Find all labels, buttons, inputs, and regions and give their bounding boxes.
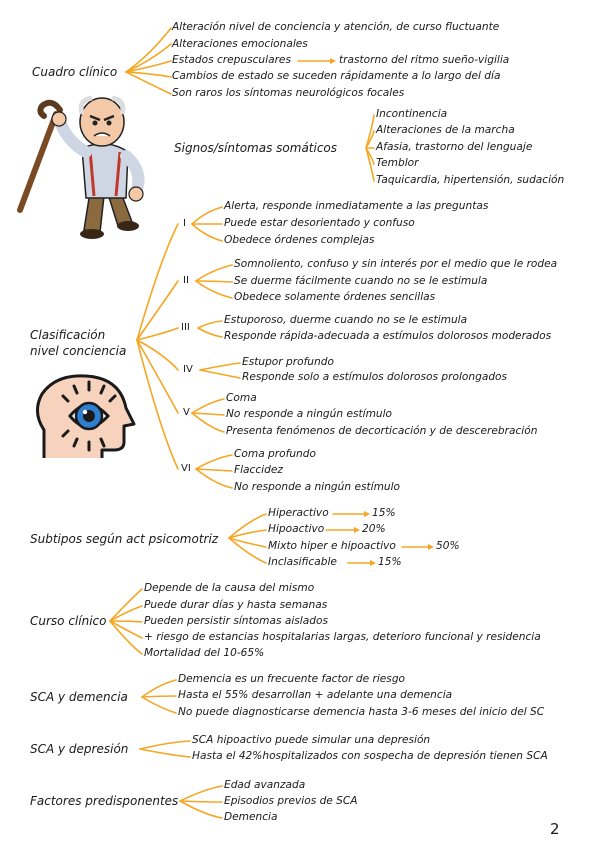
level-vi-item-0: Coma profundo	[234, 448, 316, 460]
cuadro-item-1: Alteraciones emocionales	[172, 38, 308, 50]
depresion-item-0: SCA hipoactivo puede simular una depresi…	[192, 734, 431, 746]
demencia-item-2: No puede diagnosticarse demencia hasta 3…	[178, 706, 545, 718]
cuadro-item-0: Alteración nivel de conciencia y atenció…	[172, 21, 500, 33]
factor-item-1: Episodios previos de SCA	[224, 795, 358, 807]
depresion-title: SCA y depresión	[30, 742, 129, 756]
level-i-item-0: Alerta, responde inmediatamente a las pr…	[224, 200, 489, 212]
level-i-item-1: Puede estar desorientado y confuso	[224, 217, 415, 229]
somatico-item-4: Taquicardia, hipertensión, sudación	[376, 174, 565, 186]
subtipo-value-1: 20%	[362, 523, 386, 535]
cuadro-item-4: Son raros los síntomas neurológicos foca…	[172, 87, 405, 99]
level-ii-item-2: Obedece solamente órdenes sencillas	[234, 291, 436, 303]
curso-item-2: Pueden persistir síntomas aislados	[144, 615, 328, 627]
factores-title: Factores predisponentes	[30, 794, 179, 808]
clasificacion-title-1: Clasificación	[30, 328, 106, 342]
level-iii-item-0: Estuporoso, duerme cuando no se le estim…	[224, 314, 468, 326]
depresion-item-1: Hasta el 42%hospitalizados con sospecha …	[192, 750, 548, 762]
somatico-item-0: Incontinencia	[376, 108, 448, 120]
level-ii-item-0: Somnoliento, confuso y sin interés por e…	[234, 258, 558, 270]
head-eye-icon	[36, 374, 136, 458]
demencia-item-1: Hasta el 55% desarrollan + adelante una …	[178, 689, 453, 701]
level-label-vi: VI	[181, 463, 191, 474]
level-label-i: I	[183, 218, 186, 229]
level-label-iii: III	[181, 322, 190, 333]
level-ii-item-1: Se duerme fácilmente cuando no se le est…	[234, 275, 488, 287]
level-v-item-0: Coma	[226, 392, 257, 404]
somatico-item-2: Afasia, trastorno del lenguaje	[376, 141, 533, 153]
level-vi-item-2: No responde a ningún estímulo	[234, 481, 401, 493]
cuadro-clinico-title: Cuadro clínico	[32, 65, 118, 79]
level-v-item-1: No responde a ningún estímulo	[226, 408, 393, 420]
cuadro-item-3: Cambios de estado se suceden rápidamente…	[172, 70, 501, 82]
subtipo-label-0: Hiperactivo	[268, 507, 329, 519]
level-v-item-2: Presenta fenómenos de decorticación y de…	[226, 425, 538, 437]
level-label-iv: IV	[183, 364, 193, 375]
angry-old-man-illustration	[17, 95, 145, 239]
subtipo-value-0: 15%	[372, 507, 396, 519]
subtipo-label-3: Inclasificable	[268, 556, 337, 568]
level-vi-item-1: Flaccidez	[234, 464, 283, 476]
somatico-item-3: Temblor	[376, 157, 419, 169]
curso-item-1: Puede durar días y hasta semanas	[144, 599, 328, 611]
subtipo-label-2: Mixto hiper e hipoactivo	[268, 540, 396, 552]
subtipo-value-2: 50%	[436, 540, 460, 552]
clasificacion-title-2: nivel conciencia	[30, 344, 127, 358]
level-label-ii: II	[183, 275, 189, 286]
factor-item-2: Demencia	[224, 811, 278, 823]
somaticos-title: Signos/síntomas somáticos	[174, 141, 338, 155]
curso-title: Curso clínico	[30, 614, 107, 628]
subtipos-title: Subtipos según act psicomotriz	[30, 532, 219, 546]
demencia-title: SCA y demencia	[30, 690, 128, 704]
page-number: 2	[550, 820, 560, 838]
somatico-item-1: Alteraciones de la marcha	[376, 124, 515, 136]
level-label-v: V	[183, 407, 190, 418]
cuadro-item-2: Estados crepusculares	[172, 54, 291, 66]
demencia-item-0: Demencia es un frecuente factor de riesg…	[178, 673, 406, 685]
level-i-item-2: Obedece órdenes complejas	[224, 234, 375, 246]
subtipo-value-3: 15%	[378, 556, 402, 568]
factor-item-0: Edad avanzada	[224, 779, 306, 791]
level-iii-item-1: Responde rápida-adecuada a estímulos dol…	[224, 330, 552, 342]
curso-item-0: Depende de la causa del mismo	[144, 582, 315, 594]
level-iv-item-0: Estupor profundo	[242, 356, 334, 368]
level-iv-item-1: Responde solo a estímulos dolorosos prol…	[242, 371, 508, 383]
curso-item-4: Mortalidad del 10-65%	[144, 647, 265, 659]
curso-item-3: + riesgo de estancias hospitalarias larg…	[144, 631, 541, 643]
crepusculares-detail: trastorno del ritmo sueño-vigilia	[339, 54, 510, 66]
subtipo-label-1: Hipoactivo	[268, 523, 325, 535]
